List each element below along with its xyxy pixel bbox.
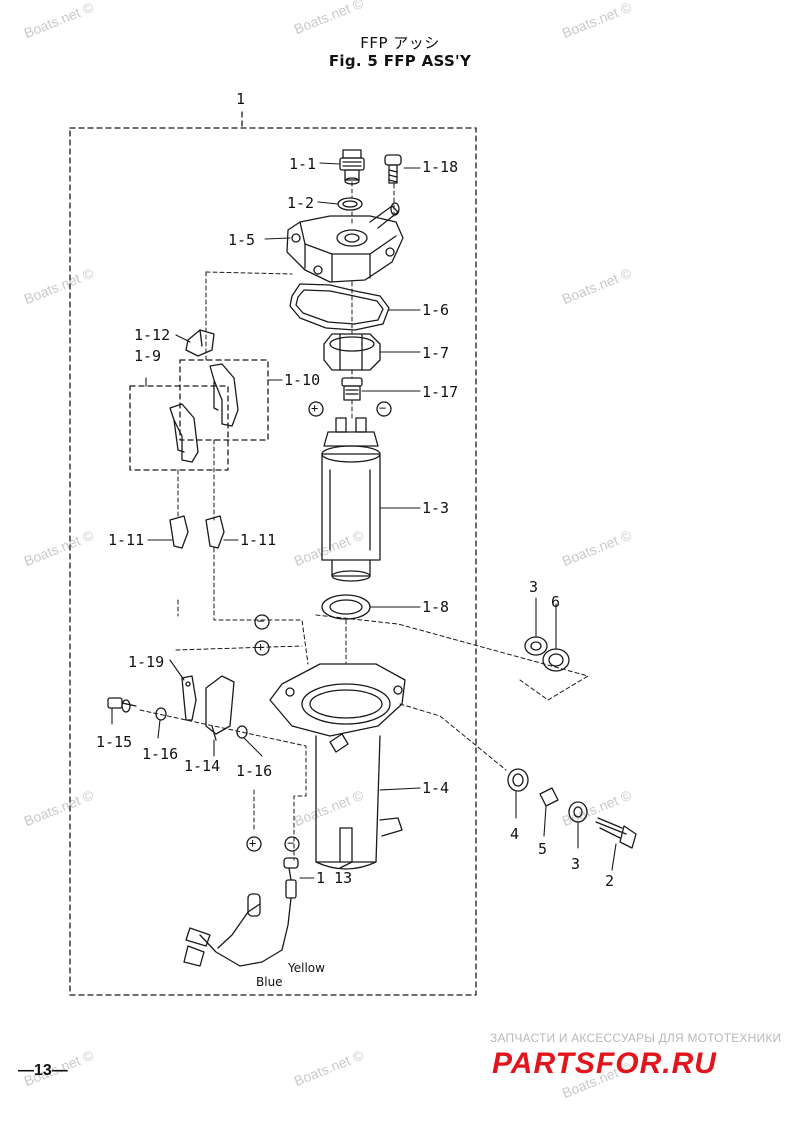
part-6-grommet <box>542 648 570 672</box>
label-part-1-2: 1-2 <box>287 194 315 212</box>
label-part-1-11: 1-11 <box>240 531 277 549</box>
polarity-circles <box>246 401 392 852</box>
part-1-5-cover <box>286 202 404 283</box>
part-1-17-filter <box>341 377 363 401</box>
part-1-7-nut <box>323 333 381 371</box>
label-part-1-17: 1-17 <box>422 383 459 401</box>
part-1-2-o-ring <box>337 197 363 211</box>
alignment-lines <box>139 181 589 861</box>
ad-logo: PARTSFOR.RU <box>492 1047 717 1080</box>
label-part-1-11: 1-11 <box>108 531 145 549</box>
label-part-4: 4 <box>510 825 520 843</box>
part-1-10-terminal <box>179 359 269 441</box>
label-part-1-6: 1-6 <box>422 301 450 319</box>
plus-sign: + <box>257 640 265 654</box>
label-part-1-9: 1-9 <box>134 347 162 365</box>
part-1-15-screw <box>107 697 137 713</box>
page-number: —13— <box>18 1062 68 1079</box>
part-1-9-terminal <box>129 385 229 471</box>
wire-harness <box>183 893 292 967</box>
part-1-6-gasket <box>289 283 390 331</box>
label-part-6: 6 <box>551 593 561 611</box>
part-1-13-connector <box>283 857 299 899</box>
page-title-japanese: FFP アッシ <box>360 34 440 52</box>
minus-sign: − <box>257 614 265 628</box>
plus-sign: + <box>311 401 319 415</box>
part-1-12-cap <box>185 329 215 357</box>
part-1-14-clamp <box>205 675 235 741</box>
part-1-16-washers <box>155 707 248 739</box>
minus-sign: − <box>379 401 387 415</box>
label-part-1-5: 1-5 <box>228 231 256 249</box>
part-1-3-fuel-pump <box>321 417 381 582</box>
part-4-collar <box>507 768 529 792</box>
label-part-3: 3 <box>529 578 539 596</box>
label-part-2: 2 <box>605 872 615 890</box>
part-5-sleeve <box>539 787 559 807</box>
label-part-1-7: 1-7 <box>422 344 450 362</box>
label-part-1-12: 1-12 <box>134 326 171 344</box>
part-3-washer-top <box>524 636 548 656</box>
label-part-1-18: 1-18 <box>422 158 459 176</box>
part-1-1-nipple <box>339 149 365 185</box>
label-part-1-1: 1-1 <box>289 155 317 173</box>
assembly-boundary <box>69 111 477 996</box>
wire-label-blue: Blue <box>256 975 283 989</box>
minus-sign: − <box>287 836 295 850</box>
part-1-4-housing <box>269 663 406 870</box>
label-part-1-15: 1-15 <box>96 733 133 751</box>
wire-label-yellow: Yellow <box>288 961 325 975</box>
label-part-1-4: 1-4 <box>422 779 450 797</box>
label-part-1-10: 1-10 <box>284 371 321 389</box>
part-2-bolt <box>595 817 637 849</box>
label-part-5: 5 <box>538 840 548 858</box>
part-1-8-ring <box>321 594 371 620</box>
label-part-1-16: 1-16 <box>142 745 179 763</box>
label-part-1-16: 1-16 <box>236 762 273 780</box>
label-part-1-14: 1-14 <box>184 757 221 775</box>
part-1-18-screw <box>384 154 402 184</box>
label-part-1-8: 1-8 <box>422 598 450 616</box>
part-1-19-strap <box>181 675 197 721</box>
leader-lines <box>111 162 617 879</box>
label-assembly-1: 1 <box>236 90 246 108</box>
part-3-washer-bottom <box>568 801 588 823</box>
plus-sign: + <box>249 836 257 850</box>
label-part-1-13: 1 13 <box>316 869 353 887</box>
label-part-1-19: 1-19 <box>128 653 165 671</box>
label-part-1-3: 1-3 <box>422 499 450 517</box>
part-1-11-caps <box>169 515 225 549</box>
page-title: Fig. 5 FFP ASS'Y <box>328 52 472 70</box>
label-part-3: 3 <box>571 855 581 873</box>
ad-banner-text: ЗАПЧАСТИ И АКСЕССУАРЫ ДЛЯ МОТОТЕХНИКИ <box>490 1031 782 1045</box>
